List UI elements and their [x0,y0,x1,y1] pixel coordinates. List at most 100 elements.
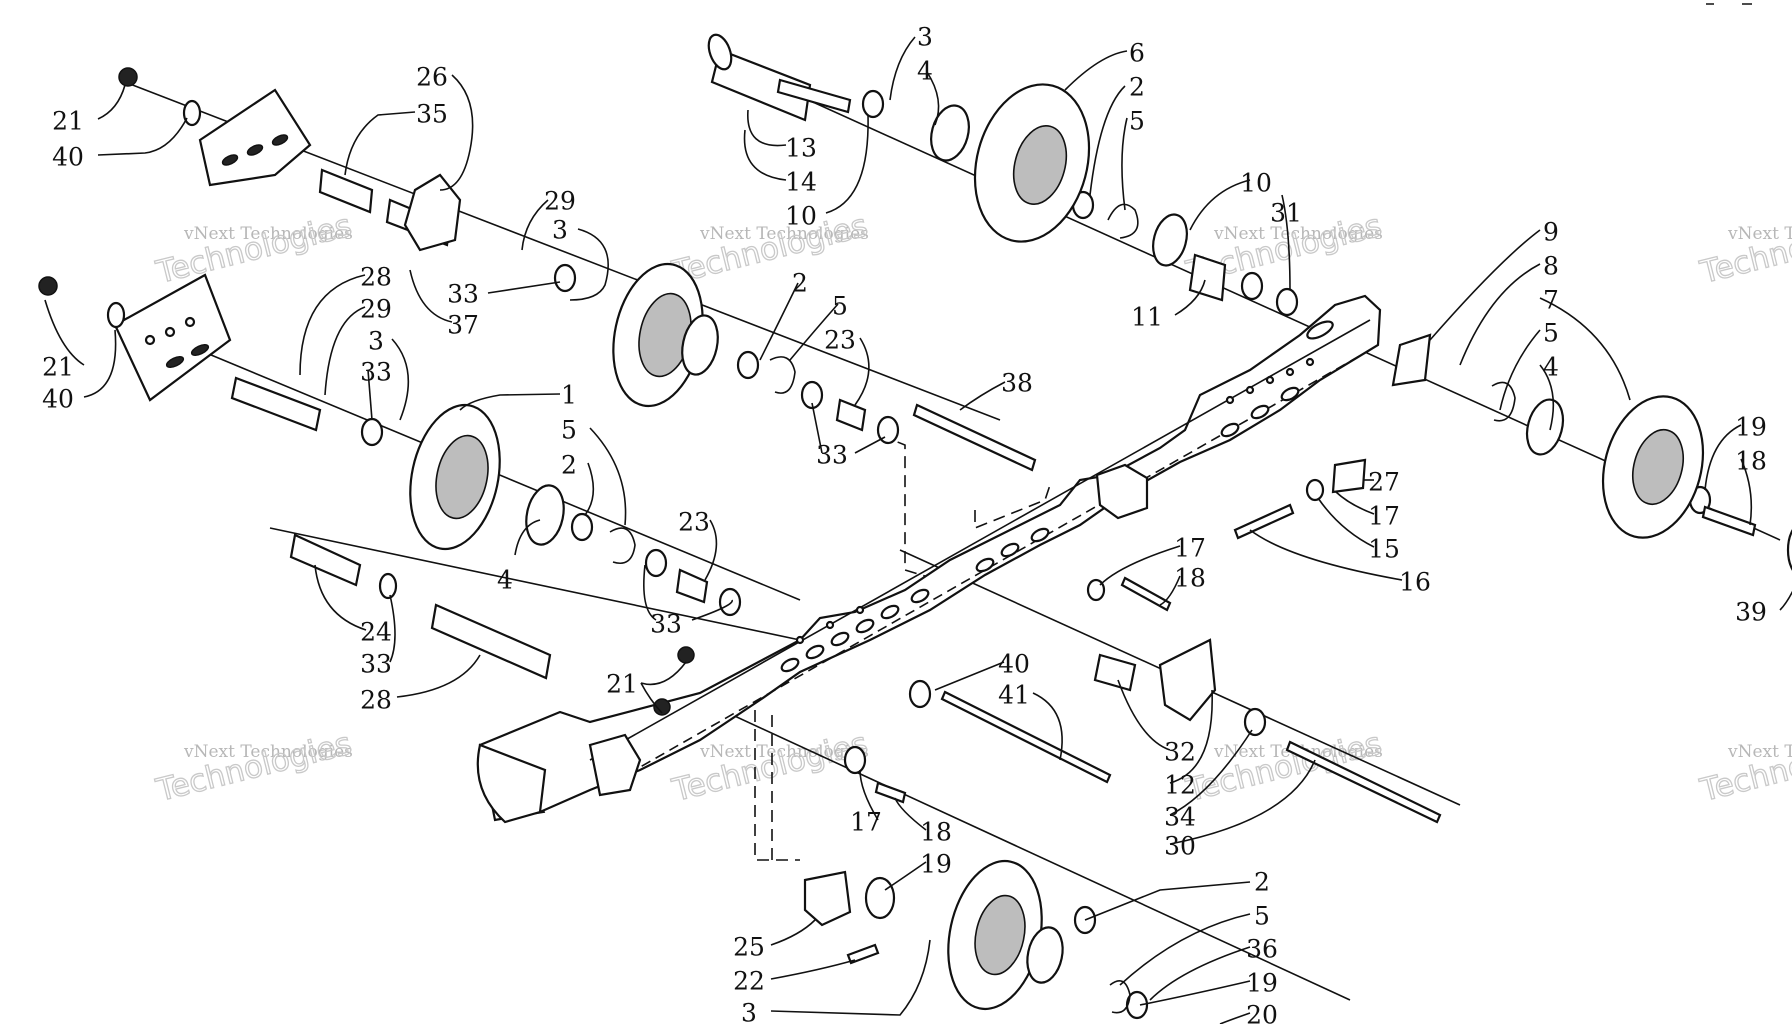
callout-label-25: 25 [733,933,765,962]
callout-label-13: 13 [785,134,817,163]
rail-frame [476,294,1382,824]
callout-label-40: 40 [998,650,1030,679]
callout-label-7: 7 [1543,286,1559,315]
callout-label-15: 15 [1368,535,1400,564]
rail-block [588,733,642,797]
callout-label-14: 14 [785,168,817,197]
callout-label-18: 18 [1174,564,1206,593]
svg-text:Technologies: Technologies [668,208,871,291]
rail-block [1095,463,1149,520]
spacers [230,33,1432,692]
callout-label-36: 36 [1246,935,1278,964]
wheel-partial-edge [1786,529,1792,571]
callout-label-39: 39 [1735,598,1767,627]
snap-rings [609,203,1516,1014]
callout-label-33: 33 [447,280,479,309]
callout-label-35: 35 [416,100,448,129]
callout-label-33: 33 [816,441,848,470]
callout-label-28: 28 [360,686,392,715]
callout-label-4: 4 [497,566,513,595]
callout-label-3: 3 [368,327,384,356]
svg-text:vNext Technologies: vNext Technologies [1727,742,1792,762]
callout-label-17: 17 [1174,534,1206,563]
bolts [846,503,1757,965]
watermark: vNext Technologies Technologies [1696,725,1792,810]
callout-label-5: 5 [1254,902,1270,931]
svg-text:Technologies: Technologies [1182,726,1385,809]
callout-label-40: 40 [52,143,84,172]
callout-label-9: 9 [1543,218,1559,247]
svg-text:vNext Technologies: vNext Technologies [699,742,869,762]
callout-label-33: 33 [360,358,392,387]
watermark: vNext Technologies Technologies [152,207,356,292]
wheel-1-lower [409,403,565,551]
callout-label-29: 29 [360,295,392,324]
callout-label-18: 18 [920,818,952,847]
callout-label-8: 8 [1543,252,1559,281]
brackets [403,173,1217,927]
callout-label-3: 3 [741,999,757,1024]
wheel-lower [947,859,1064,1011]
callout-label-2: 2 [792,269,808,298]
callout-label-19: 19 [920,850,952,879]
watermark: vNext Technologies Technologies [1696,207,1792,292]
callout-label-22: 22 [733,967,765,996]
side-plate-left [113,273,232,402]
callout-label-17: 17 [850,808,882,837]
callout-label-3: 3 [917,23,933,52]
rail-end-cap [476,743,547,824]
callout-label-1: 1 [561,381,577,410]
callout-label-4: 4 [917,57,933,86]
callout-label-31: 31 [1270,199,1302,228]
callout-label-2: 2 [1254,868,1270,897]
callout-label-5: 5 [1543,319,1559,348]
wheel-1-upper [612,262,719,408]
callout-label-21: 21 [42,353,74,382]
callout-label-21: 21 [606,670,638,699]
side-plate-upper-left [198,88,312,187]
svg-text:vNext Technologies: vNext Technologies [1727,224,1792,244]
callout-label-5: 5 [1129,107,1145,136]
callout-leaders [44,36,1792,1024]
callout-label-27: 27 [1368,468,1400,497]
watermark: vNext Technologies Technologies [1182,725,1386,810]
callout-label-10: 10 [1240,169,1272,198]
svg-text:Technologies: Technologies [1696,726,1792,809]
callout-label-38: 38 [1001,369,1033,398]
callout-label-3: 3 [552,216,568,245]
callout-label-37: 37 [447,311,479,340]
rail-slots [780,320,1334,673]
svg-text:vNext Technologies: vNext Technologies [183,742,353,762]
callout-label-33: 33 [360,650,392,679]
callout-label-4: 4 [1543,353,1559,382]
callout-label-41: 41 [998,681,1030,710]
callout-label-26: 26 [416,63,448,92]
callout-label-40: 40 [42,385,74,414]
svg-text:vNext Technologies: vNext Technologies [183,224,353,244]
svg-text:Technologies: Technologies [152,726,355,809]
callout-label-20: 20 [1246,1001,1278,1024]
callout-label-6: 6 [1129,39,1145,68]
callout-label-5: 5 [832,292,848,321]
wheels [409,83,1792,1011]
callout-label-2: 2 [561,451,577,480]
wheel-7 [1525,395,1705,539]
svg-text:vNext Technologies: vNext Technologies [699,224,869,244]
callout-label-16: 16 [1399,568,1431,597]
callout-label-23: 23 [678,508,710,537]
callout-label-33: 33 [650,610,682,639]
callout-label-21: 21 [52,107,84,136]
hardware [38,67,1712,1020]
watermark: vNext Technologies Technologies [152,725,356,810]
callout-label-24: 24 [360,618,392,647]
callout-label-19: 19 [1735,413,1767,442]
callout-label-12: 12 [1164,771,1196,800]
svg-text:vNext Technologies: vNext Technologies [1213,224,1383,244]
callout-label-18: 18 [1735,447,1767,476]
callout-label-10: 10 [785,202,817,231]
callout-label-30: 30 [1164,832,1196,861]
callout-label-11: 11 [1131,303,1163,332]
callout-label-32: 32 [1164,738,1196,767]
